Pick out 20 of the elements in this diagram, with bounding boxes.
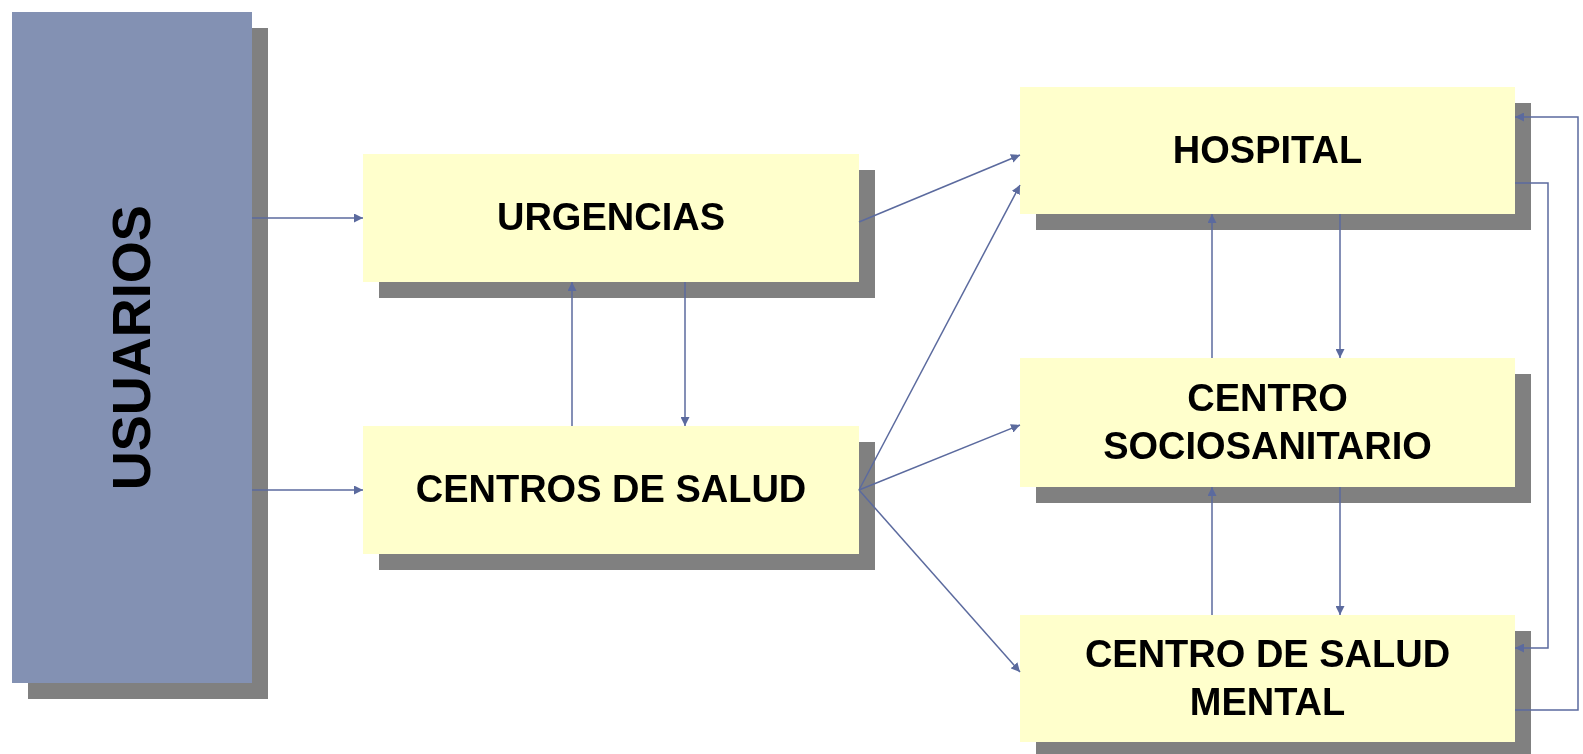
arrow [858,489,1021,673]
node-label: CENTRO SOCIOSANITARIO [1102,376,1433,469]
arrow [1335,213,1345,359]
arrow [858,184,1021,491]
arrow [1514,112,1579,711]
arrow [1207,213,1217,359]
node-label: USUARIOS [100,205,163,490]
arrow [1335,486,1345,616]
node-label: URGENCIAS [497,195,725,241]
arrow [1207,486,1217,616]
arrow [1514,182,1549,653]
node-label: CENTRO DE SALUD MENTAL [1083,632,1452,725]
node-label: HOSPITAL [1172,127,1363,173]
arrow [858,154,1021,223]
arrow [858,424,1021,491]
arrow [567,281,577,427]
node-label: CENTROS DE SALUD [415,467,807,513]
arrow [680,281,690,427]
arrow [251,485,364,495]
arrow [251,213,364,223]
